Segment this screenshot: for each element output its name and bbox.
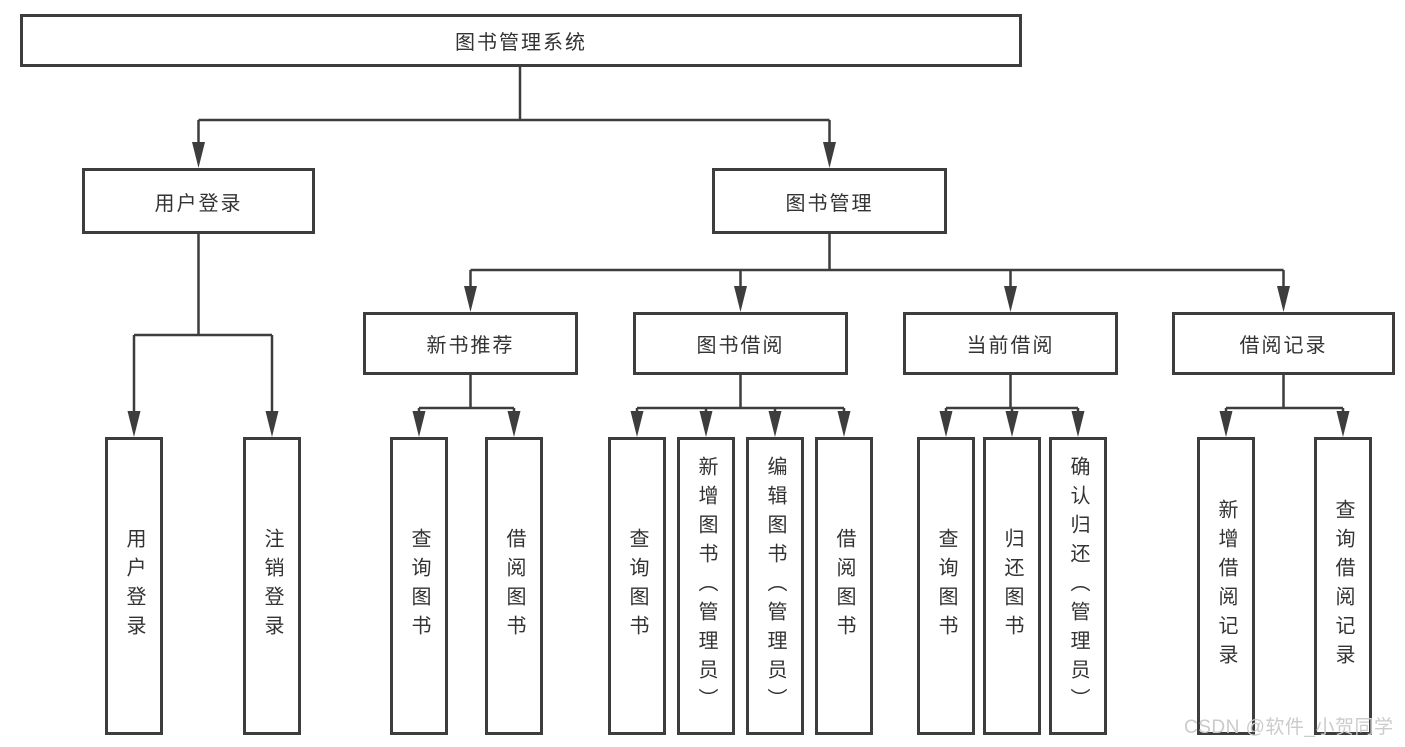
leaf-bb-add-book-admin-label: 新增图书（管理员） (695, 455, 717, 717)
leaf-br-add-record: 新增借阅记录 (1197, 437, 1255, 735)
node-borrow-records: 借阅记录 (1172, 312, 1395, 375)
node-new-book-rec-label: 新书推荐 (426, 335, 515, 357)
leaf-br-query-record-label: 查询借阅记录 (1332, 499, 1354, 673)
node-root-label: 图书管理系统 (455, 32, 587, 54)
leaf-cb-confirm-return-admin-label: 确认归还（管理员） (1067, 455, 1089, 717)
leaf-bb-query-books-label: 查询图书 (626, 528, 648, 644)
node-book-borrow: 图书借阅 (633, 312, 848, 375)
node-borrow-records-label: 借阅记录 (1239, 335, 1328, 357)
leaf-nbr-borrow-books: 借阅图书 (485, 437, 543, 735)
leaf-cb-return-books-label: 归还图书 (1001, 528, 1023, 644)
leaf-user-login-label: 用户登录 (123, 528, 145, 644)
leaf-bb-borrow-books: 借阅图书 (815, 437, 873, 735)
node-current-borrow-label: 当前借阅 (966, 335, 1055, 357)
leaf-bb-add-book-admin: 新增图书（管理员） (677, 437, 735, 735)
node-user-login-label: 用户登录 (154, 192, 243, 215)
node-book-mgmt-label: 图书管理 (785, 192, 874, 215)
leaf-br-query-record: 查询借阅记录 (1314, 437, 1372, 735)
leaf-bb-borrow-books-label: 借阅图书 (833, 528, 855, 644)
node-new-book-rec: 新书推荐 (363, 312, 578, 375)
node-book-mgmt: 图书管理 (712, 168, 947, 234)
leaf-user-login: 用户登录 (105, 437, 163, 735)
leaf-cb-query-books-label: 查询图书 (935, 528, 957, 644)
leaf-bb-edit-book-admin: 编辑图书（管理员） (746, 437, 804, 735)
leaf-bb-query-books: 查询图书 (608, 437, 666, 735)
leaf-logout-label: 注销登录 (261, 528, 283, 644)
node-root: 图书管理系统 (20, 14, 1022, 67)
node-current-borrow: 当前借阅 (903, 312, 1118, 375)
leaf-logout: 注销登录 (243, 437, 301, 735)
node-book-borrow-label: 图书借阅 (696, 335, 785, 357)
leaf-cb-return-books: 归还图书 (983, 437, 1041, 735)
leaf-nbr-query-books: 查询图书 (390, 437, 448, 735)
node-user-login: 用户登录 (82, 168, 315, 234)
leaf-nbr-borrow-books-label: 借阅图书 (503, 528, 525, 644)
leaf-nbr-query-books-label: 查询图书 (408, 528, 430, 644)
leaf-br-add-record-label: 新增借阅记录 (1215, 499, 1237, 673)
leaf-cb-confirm-return-admin: 确认归还（管理员） (1049, 437, 1107, 735)
leaf-cb-query-books: 查询图书 (917, 437, 975, 735)
arrowhead-icons (127, 142, 1350, 437)
watermark: CSDN @软件_小贺同学 (1184, 717, 1394, 738)
leaf-bb-edit-book-admin-label: 编辑图书（管理员） (764, 455, 786, 717)
